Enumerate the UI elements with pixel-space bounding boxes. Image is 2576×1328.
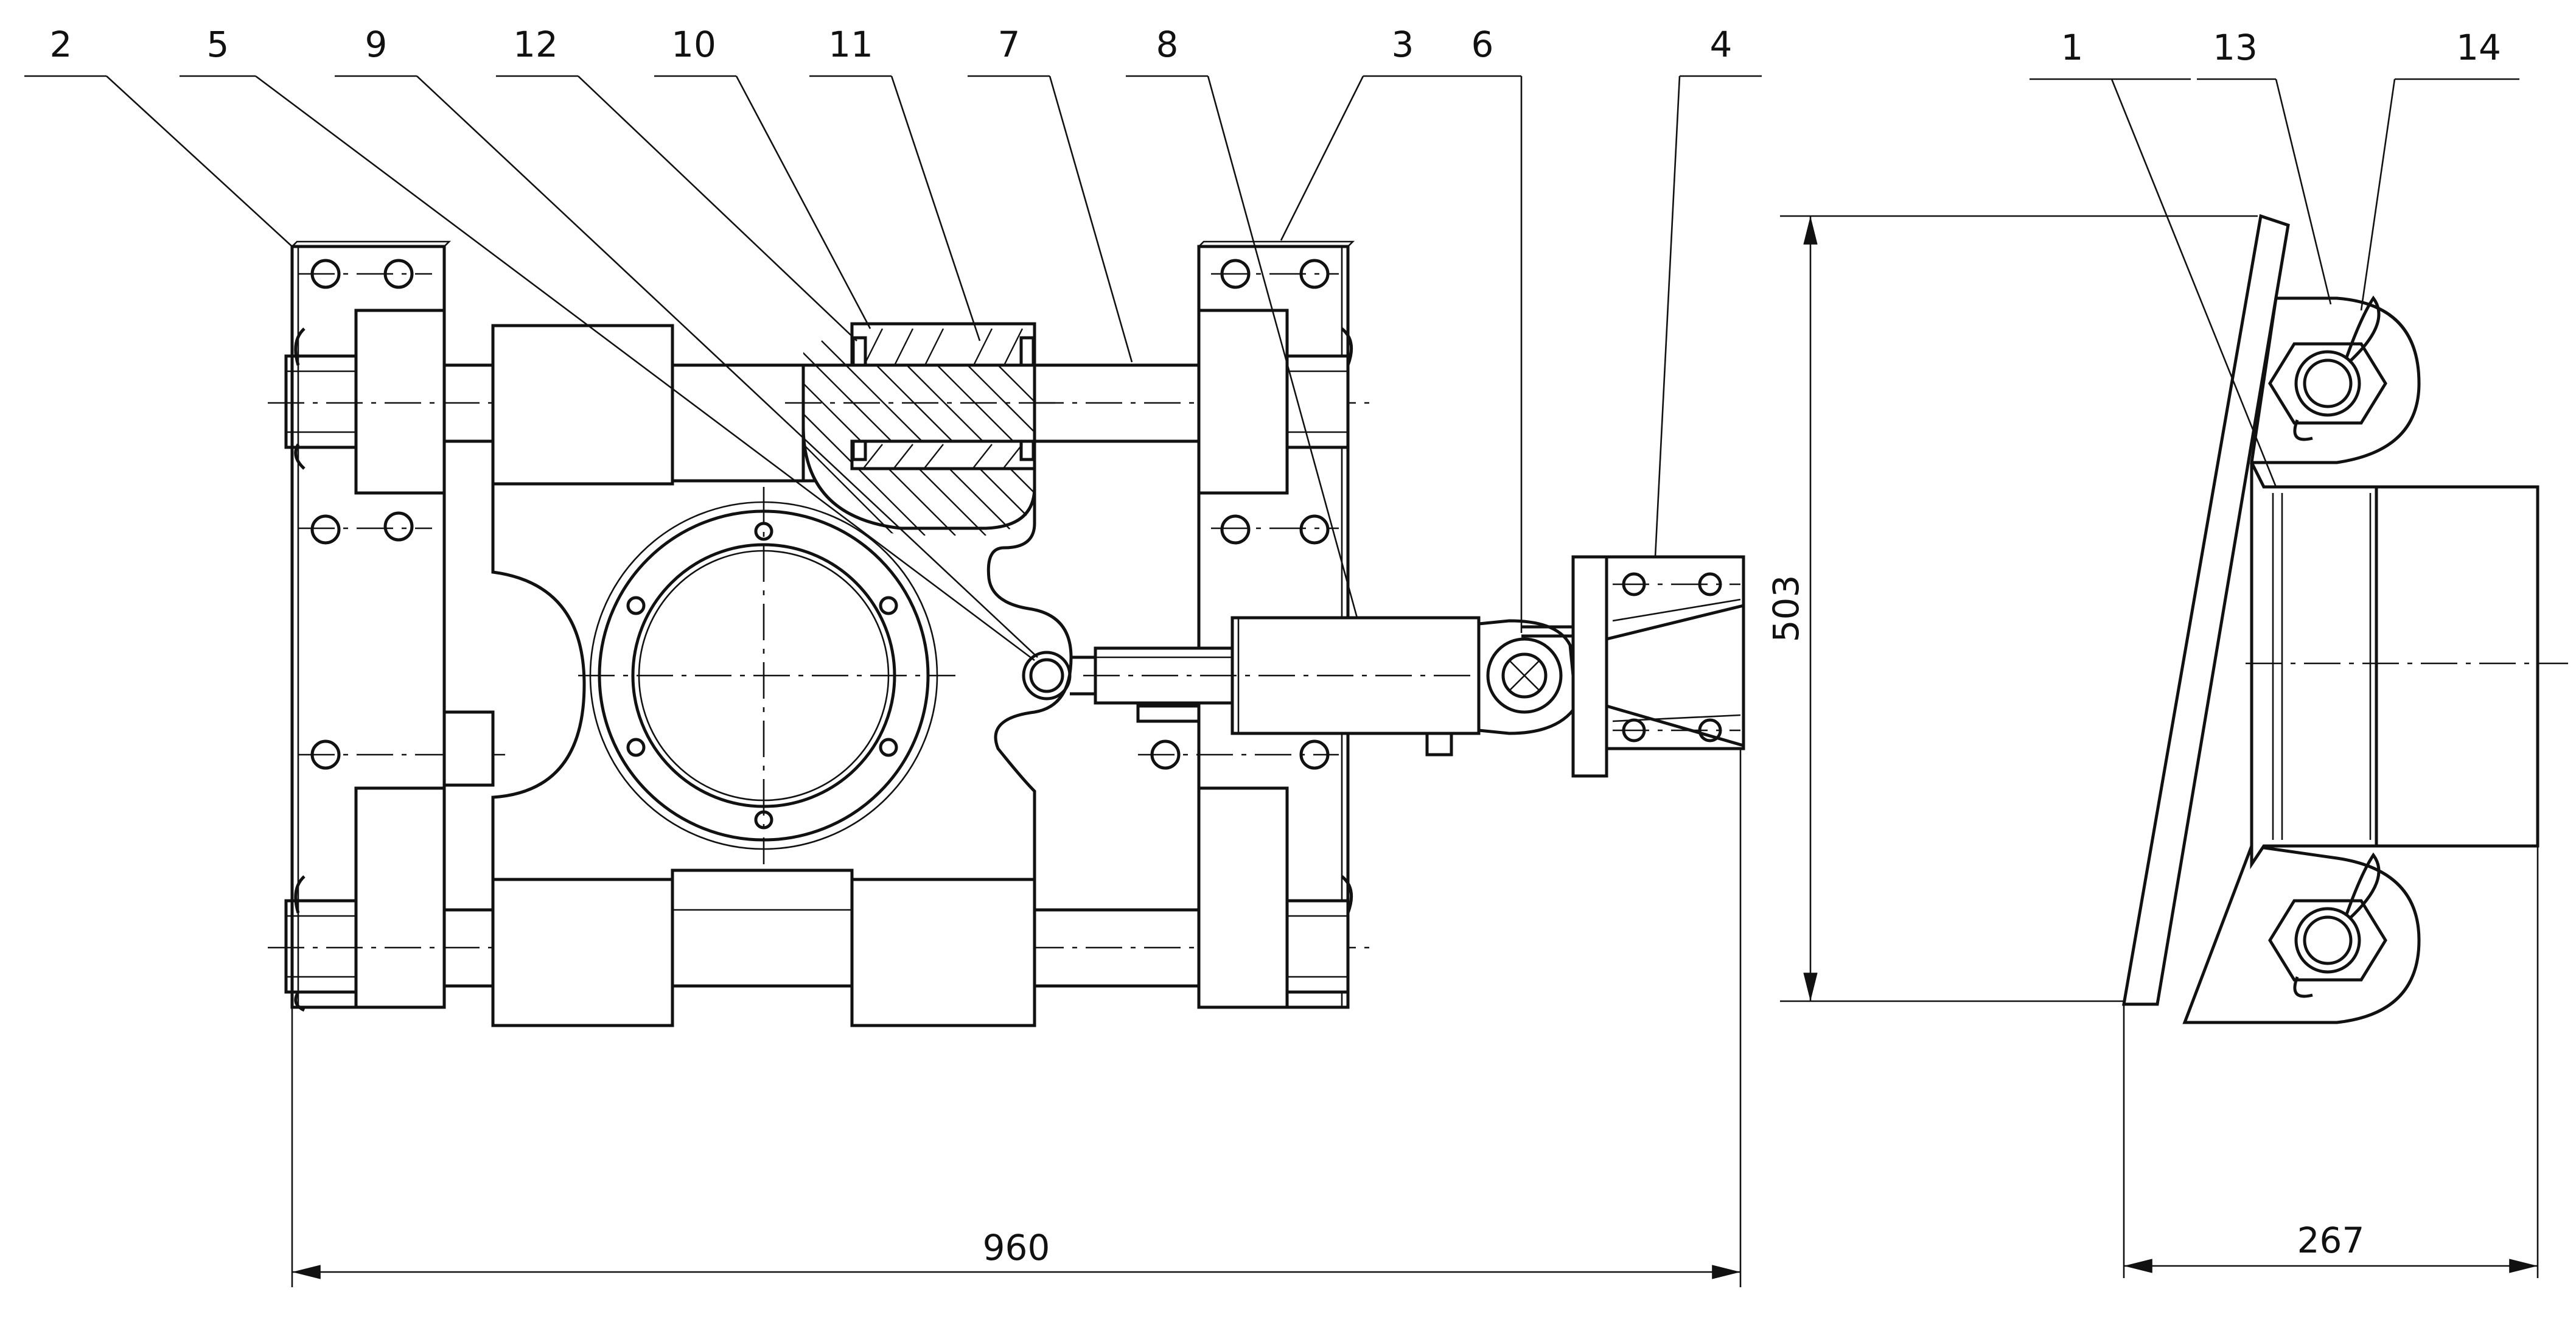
callout-5: 5 (207, 24, 229, 65)
dimension-height: 503 (1765, 575, 1807, 643)
callout-10: 10 (671, 24, 716, 65)
central-body (442, 324, 1140, 1027)
left-mounting-plate (284, 240, 505, 1012)
mounting-bracket (1571, 555, 1745, 778)
side-view (2122, 214, 2568, 1024)
sectioned-nut (785, 322, 1059, 536)
hydraulic-cylinder (1083, 616, 1582, 757)
callout-11: 11 (828, 24, 873, 65)
callout-6: 6 (1471, 24, 1494, 65)
dimensions: 960 503 267 (291, 215, 2539, 1287)
front-view (268, 240, 1745, 1027)
callout-14: 14 (2456, 27, 2501, 68)
callout-9: 9 (365, 24, 388, 65)
callout-13: 13 (2213, 27, 2258, 68)
right-mounting-plate (1136, 240, 1355, 1009)
callout-2: 2 (50, 24, 72, 65)
dimension-overall-width: 960 (983, 1227, 1050, 1268)
callout-leaders (24, 75, 2519, 662)
callout-7: 7 (998, 24, 1021, 65)
callout-1: 1 (2061, 27, 2084, 68)
callout-labels: 2 5 9 12 10 11 7 8 3 6 4 1 13 14 (50, 24, 2501, 68)
dimension-side-width: 267 (2297, 1220, 2365, 1261)
callout-8: 8 (1156, 24, 1179, 65)
callout-12: 12 (513, 24, 558, 65)
callout-3: 3 (1392, 24, 1414, 65)
callout-4: 4 (1710, 24, 1733, 65)
